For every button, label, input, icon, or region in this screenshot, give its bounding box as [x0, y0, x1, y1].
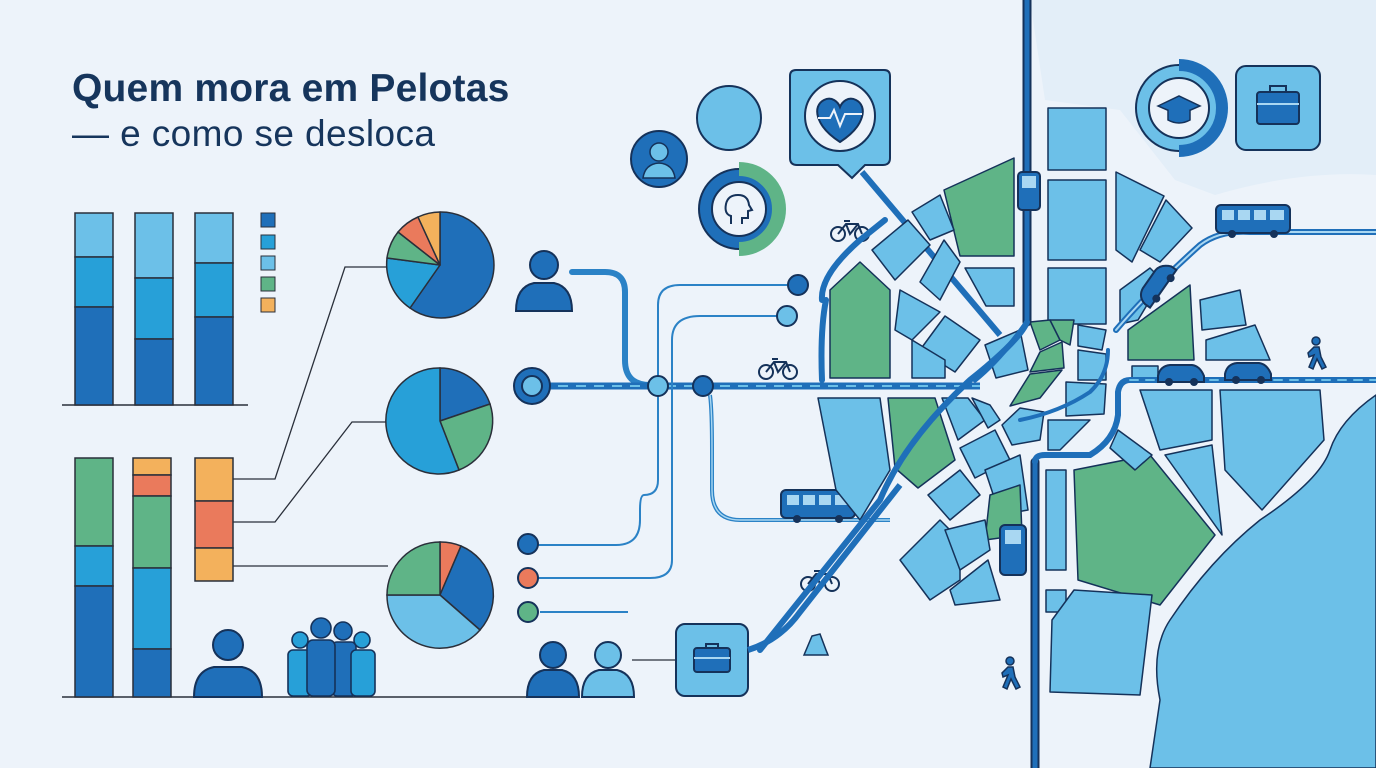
network-nodes: [513, 274, 809, 623]
network-node: [787, 274, 809, 296]
bar-segment: [194, 457, 234, 502]
walking-person-icon: [1001, 656, 1021, 690]
bar-segment: [132, 495, 172, 569]
pie-chart-2: [385, 367, 494, 475]
heart-pulse-icon: [789, 69, 891, 180]
briefcase-icon: [1235, 65, 1321, 151]
head-profile-icon: [698, 162, 787, 256]
connector-lines: [233, 266, 388, 567]
stacked-bars-bottom: [62, 457, 528, 698]
legend-swatch: [260, 255, 276, 271]
group-of-people-icon: [287, 617, 376, 697]
network-node: [517, 533, 539, 555]
bar-segment: [134, 212, 174, 279]
legend-swatch: [260, 276, 276, 292]
network-node: [517, 601, 539, 623]
network-lines: [530, 269, 980, 661]
bar-segment: [74, 585, 114, 698]
bar-segment: [74, 256, 114, 308]
bar-segment: [194, 212, 234, 264]
bar-segment: [132, 457, 172, 476]
bar-segment: [134, 277, 174, 340]
walking-person-icon: [1307, 336, 1327, 370]
decorative-circle: [696, 85, 762, 151]
legend-swatches: [260, 212, 276, 313]
network-node: [517, 567, 539, 589]
bar-segment: [132, 474, 172, 497]
person-icon: [525, 641, 581, 698]
water-area: [1149, 394, 1376, 768]
bus-icon: [1017, 171, 1041, 211]
bar-segment: [132, 567, 172, 650]
stacked-bars-top: [62, 212, 248, 406]
bar-segment: [194, 262, 234, 318]
network-node: [776, 305, 798, 327]
car-icon: [1224, 362, 1272, 385]
bar-segment: [74, 212, 114, 258]
car-icon: [1157, 364, 1205, 387]
pie-chart-3: [386, 541, 495, 649]
person-icon: [580, 641, 636, 698]
legend-swatch: [260, 234, 276, 250]
bar-segment: [134, 338, 174, 406]
city-map: [817, 0, 1376, 768]
connector-line: [859, 170, 1003, 337]
bar-segment: [194, 500, 234, 549]
page-title: Quem mora em Pelotas — e como se desloca: [72, 66, 510, 156]
title-line-2: — e como se desloca: [72, 113, 436, 155]
bicycle-icon: [758, 358, 798, 380]
connector-line: [747, 483, 903, 653]
bar-segment: [74, 306, 114, 406]
legend-swatch: [260, 212, 276, 228]
person-icon: [630, 130, 688, 188]
bar-segment: [132, 648, 172, 698]
bar-segment: [194, 547, 234, 582]
bus-icon: [1215, 204, 1291, 239]
network-node: [692, 375, 714, 397]
landmark-shape: [802, 633, 830, 656]
briefcase-icon: [675, 623, 749, 697]
legend-swatch: [260, 297, 276, 313]
bus-icon: [999, 524, 1027, 576]
bar-segment: [74, 457, 114, 547]
person-icon: [514, 250, 574, 312]
bar-segment: [74, 545, 114, 587]
roads: [757, 0, 1376, 768]
pie-chart-1: [385, 211, 495, 319]
bar-segment: [194, 316, 234, 406]
network-node: [647, 375, 669, 397]
title-line-1: Quem mora em Pelotas: [72, 67, 510, 110]
person-icon: [192, 629, 264, 698]
graduation-cap-icon: [1135, 59, 1228, 157]
